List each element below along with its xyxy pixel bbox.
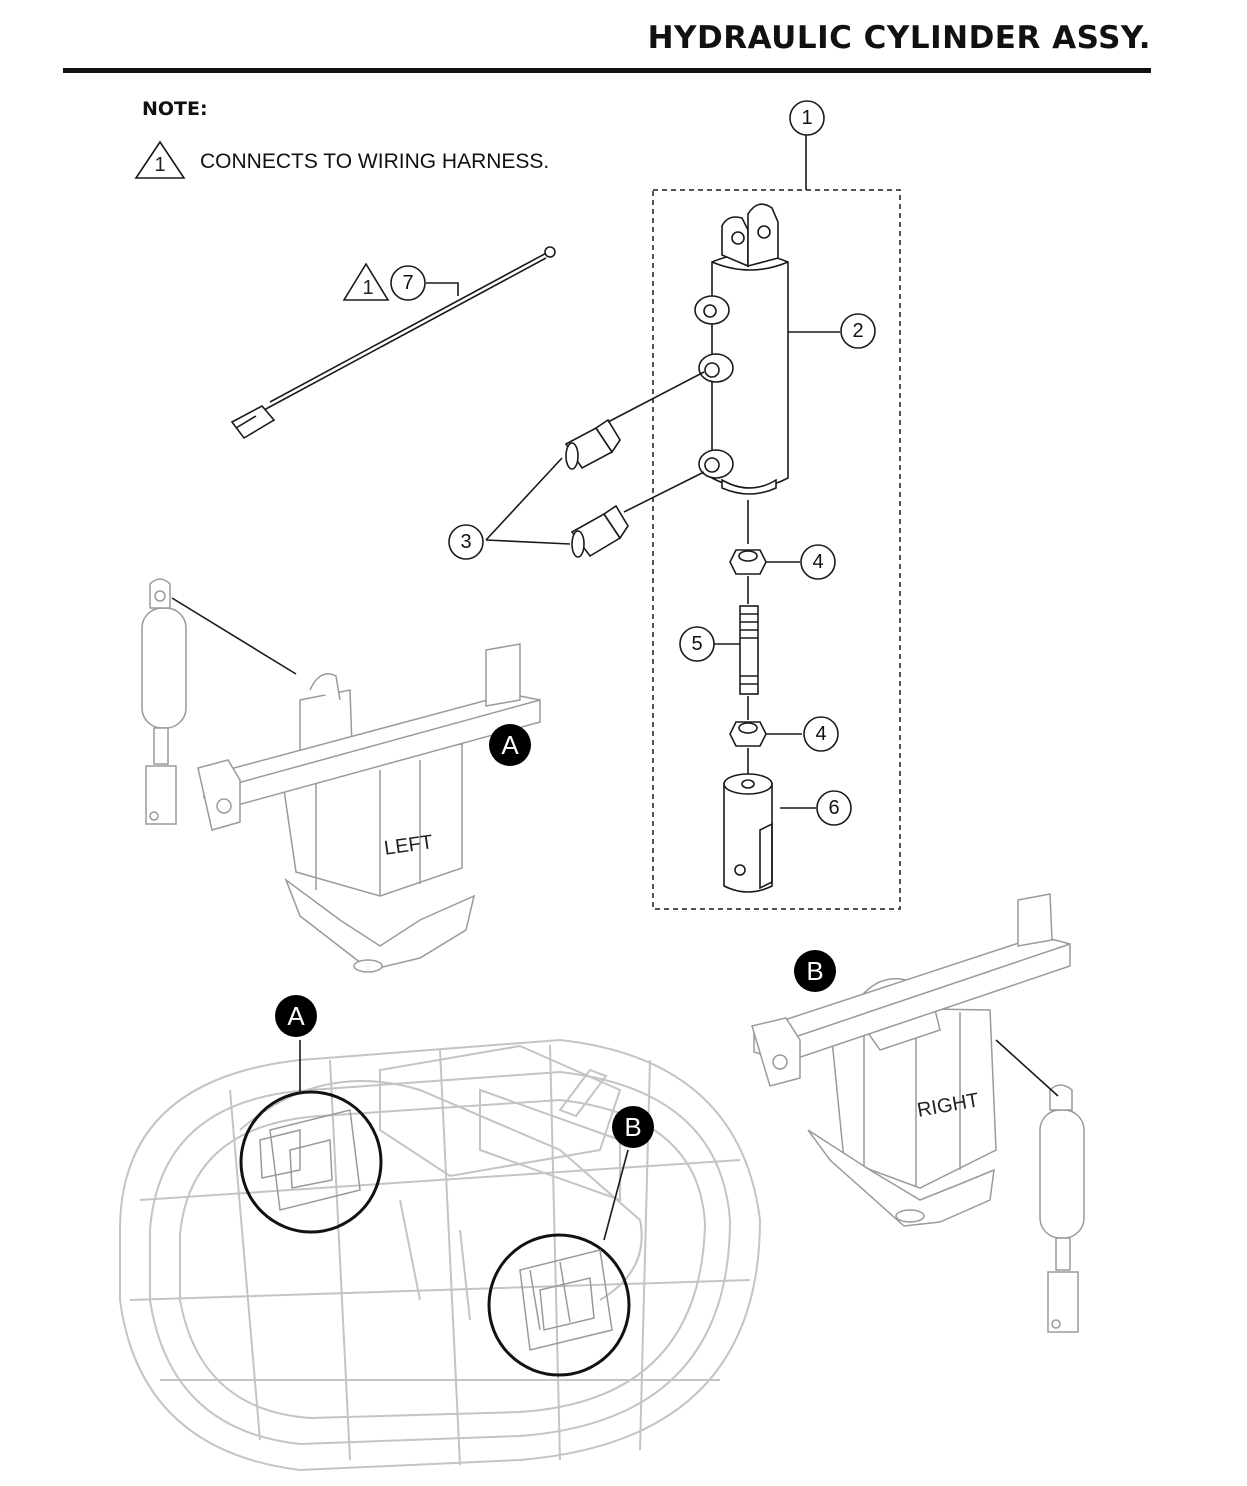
leader-machine-b — [603, 1149, 629, 1241]
svg-text:A: A — [287, 1001, 305, 1031]
detail-marker-b-machine: B — [612, 1106, 654, 1148]
callout-1: 1 — [789, 100, 825, 136]
detail-circle-a — [239, 1090, 383, 1234]
fitting-lower — [570, 504, 629, 558]
title-rule — [63, 68, 1151, 73]
note-triangle-number: 1 — [154, 154, 165, 176]
svg-text:6: 6 — [828, 797, 839, 819]
fitting-line-lower — [623, 471, 705, 513]
page-title: HYDRAULIC CYLINDER ASSY. — [647, 20, 1151, 56]
leader-3a — [485, 457, 563, 541]
svg-text:4: 4 — [812, 551, 823, 573]
fitting-line-upper — [607, 371, 705, 423]
note-heading: NOTE: — [142, 98, 208, 120]
fitting-upper — [564, 418, 621, 470]
detail-circle-b — [487, 1233, 631, 1377]
callout-2: 2 — [840, 313, 876, 349]
leader-3b — [485, 539, 571, 545]
hex-nut-upper — [729, 549, 767, 575]
svg-text:B: B — [806, 956, 823, 986]
callout-6: 6 — [816, 790, 852, 826]
detail-marker-a-left: A — [489, 724, 531, 766]
item7-note-triangle: 1 — [342, 262, 390, 301]
svg-text:7: 7 — [402, 272, 413, 294]
svg-text:2: 2 — [852, 320, 863, 342]
left-detail-assembly: LEFT — [141, 578, 541, 973]
callout-4-lower: 4 — [803, 716, 839, 752]
callout-5: 5 — [679, 626, 715, 662]
callout-4-upper: 4 — [800, 544, 836, 580]
svg-text:1: 1 — [801, 107, 812, 129]
detail-marker-b-right: B — [794, 950, 836, 992]
svg-text:1: 1 — [362, 277, 373, 299]
svg-text:A: A — [501, 730, 519, 760]
svg-text:B: B — [624, 1112, 641, 1142]
assembly-dashed-box — [652, 189, 901, 910]
clevis-pin-adapter — [723, 773, 773, 893]
svg-text:3: 3 — [460, 531, 471, 553]
note-warning-triangle: 1 — [134, 140, 186, 179]
circle-a-contents — [259, 1109, 361, 1211]
callout-7: 7 — [390, 265, 426, 301]
wiring-cable — [230, 246, 556, 440]
svg-text:4: 4 — [815, 723, 826, 745]
callout-3: 3 — [448, 524, 484, 560]
hex-nut-lower — [729, 721, 767, 747]
hydraulic-cylinder — [694, 203, 789, 495]
threaded-stud — [739, 605, 759, 695]
power-trowel-machine — [119, 1038, 762, 1472]
right-detail-assembly: RIGHT — [751, 893, 1085, 1333]
leader-7 — [426, 282, 459, 296]
circle-b-contents — [519, 1249, 613, 1351]
note-text: CONNECTS TO WIRING HARNESS. — [200, 150, 550, 173]
detail-marker-a-machine: A — [275, 995, 317, 1037]
svg-text:5: 5 — [691, 633, 702, 655]
